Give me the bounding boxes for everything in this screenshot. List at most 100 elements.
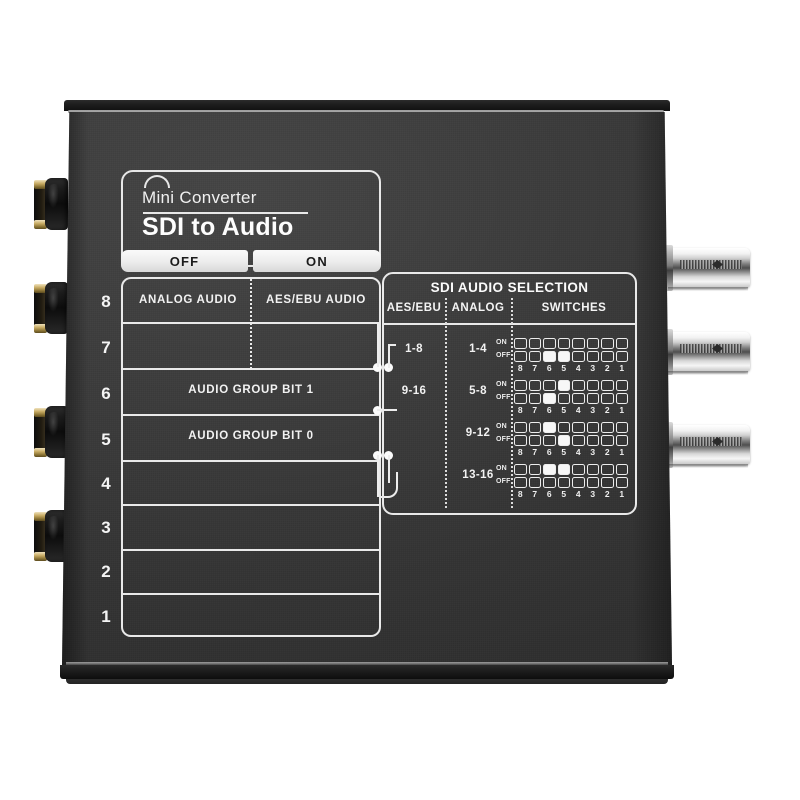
brand-subtitle: Mini Converter — [142, 188, 257, 207]
sdi-analog-row-1: 1-4 — [469, 343, 487, 355]
matrix-column-divider — [250, 279, 252, 369]
matrix-row-divider-7 — [121, 593, 381, 595]
dip-switch-on-3 — [586, 380, 599, 391]
dip-switch-off-4 — [572, 435, 585, 446]
analog-audio-jack-1 — [34, 178, 68, 230]
dip-switch-off-7 — [528, 435, 541, 446]
chassis-top-edge — [64, 100, 670, 111]
jack-shell — [34, 290, 46, 326]
wire-horizontal-b1 — [377, 409, 397, 411]
dip-switch-on-3 — [586, 464, 599, 475]
dip-switch-on-1 — [615, 464, 628, 475]
jack-ring-bottom — [34, 552, 47, 561]
dip-switch-on-7 — [528, 338, 541, 349]
dip-switch-on-5 — [557, 422, 570, 433]
dip-switch-off-7 — [528, 477, 541, 488]
jack-ring-top — [34, 284, 47, 293]
wire-vertical-c2 — [388, 455, 390, 483]
dip-number-6: 6 — [546, 489, 552, 499]
jack-barrel — [45, 178, 68, 230]
bnc-collar — [664, 329, 673, 375]
dip-switch-off-5 — [557, 477, 570, 488]
dip-switch-on-8 — [514, 464, 527, 475]
dip-lane-label-on: ON — [496, 339, 507, 346]
dip-switch-off-1 — [615, 393, 628, 404]
wire-curve-c — [380, 472, 398, 498]
sdi-column-header-analog: ANALOG — [451, 302, 505, 314]
jack-shell — [34, 414, 46, 450]
bnc-center-pin-icon — [712, 344, 723, 353]
dip-switch-on-1 — [615, 422, 628, 433]
dip-number-5: 5 — [561, 363, 567, 373]
dip-number-3: 3 — [590, 489, 596, 499]
dip-switch-off-2 — [601, 435, 614, 446]
sdi-aes-ebu-row-1: 1-8 — [405, 343, 423, 355]
brand-rule — [143, 212, 308, 214]
bnc-sdi-connector-1 — [664, 243, 750, 293]
dip-switch-off-8 — [514, 477, 527, 488]
dip-lane-label-off: OFF — [496, 352, 511, 359]
dip-number-5: 5 — [561, 489, 567, 499]
dip-number-7: 7 — [532, 489, 538, 499]
dip-lane-on: ON — [496, 338, 630, 349]
jack-ring-bottom — [34, 324, 47, 333]
matrix-row-divider-5 — [121, 504, 381, 506]
dip-number-2: 2 — [604, 489, 610, 499]
dip-switch-off-5 — [557, 351, 570, 362]
dip-number-2: 2 — [604, 405, 610, 415]
dip-number-4: 4 — [575, 363, 581, 373]
bnc-sdi-connector-2 — [664, 327, 750, 377]
dip-switch-off-2 — [601, 351, 614, 362]
dip-switch-on-8 — [514, 338, 527, 349]
product-title: SDI to Audio — [142, 213, 294, 241]
bnc-knurl — [680, 437, 742, 446]
dip-number-1: 1 — [619, 447, 625, 457]
mode-label-off: OFF — [121, 250, 248, 272]
dip-switch-on-6 — [543, 338, 556, 349]
matrix-label-audio-group-bit-0: AUDIO GROUP BIT 0 — [188, 430, 314, 442]
dip-switch-on-6 — [543, 464, 556, 475]
dip-lane-off: OFF — [496, 477, 630, 488]
matrix-row-divider-2 — [121, 368, 381, 370]
channel-number-2: 2 — [101, 562, 111, 581]
bnc-sdi-connector-3 — [664, 420, 750, 470]
sdi-divider-2 — [511, 298, 513, 508]
matrix-label-aes-ebu-audio: AES/EBU AUDIO — [265, 294, 367, 306]
dip-switch-on-3 — [586, 338, 599, 349]
wire-vertical-a2 — [388, 344, 390, 368]
dip-number-2: 2 — [604, 363, 610, 373]
wire-horizontal-a2 — [388, 344, 396, 346]
dip-number-8: 8 — [517, 363, 523, 373]
dip-switch-off-6 — [543, 435, 556, 446]
bnc-shadow — [668, 371, 748, 375]
dip-switch-off-3 — [586, 477, 599, 488]
jack-ring-top — [34, 512, 47, 521]
dip-switch-on-4 — [572, 464, 585, 475]
dip-number-1: 1 — [619, 405, 625, 415]
wire-node-a1 — [373, 363, 382, 372]
silkscreen-layer: Mini Converter SDI to Audio OFF ON ANALO… — [62, 112, 672, 665]
dip-lane-off: OFF — [496, 351, 630, 362]
bnc-center-pin-icon — [712, 437, 723, 446]
sdi-aes-ebu-row-2: 9-16 — [401, 385, 427, 397]
dip-lane-on: ON — [496, 380, 630, 391]
dip-switch-on-6 — [543, 422, 556, 433]
dip-number-8: 8 — [517, 447, 523, 457]
analog-audio-jack-3 — [34, 406, 68, 458]
dip-switch-off-4 — [572, 393, 585, 404]
channel-number-1: 1 — [101, 607, 111, 626]
dip-switch-off-7 — [528, 351, 541, 362]
dip-lane-label-on: ON — [496, 381, 507, 388]
dip-lane-off: OFF — [496, 393, 630, 404]
dip-switch-on-7 — [528, 422, 541, 433]
dip-lane-label-off: OFF — [496, 478, 511, 485]
wire-vertical-a1 — [377, 323, 379, 367]
dip-switch-on-1 — [615, 380, 628, 391]
dip-switch-on-4 — [572, 338, 585, 349]
dip-number-1: 1 — [619, 363, 625, 373]
